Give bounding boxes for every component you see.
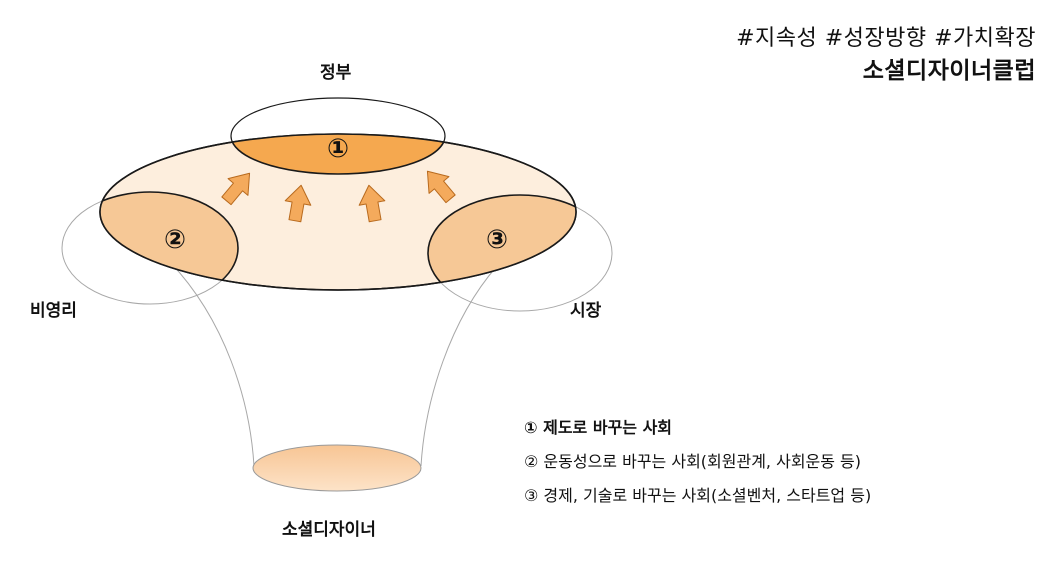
arrow-up-icon: [358, 184, 386, 223]
arrow-up-icon: [426, 170, 456, 204]
arrow-up-icon: [284, 184, 312, 223]
arrow-up-icon: [221, 172, 251, 206]
label-market: 시장: [570, 301, 602, 321]
label-nonprofit: 비영리: [30, 301, 77, 321]
funnel-right-side: [420, 265, 498, 467]
marker-3: ③: [486, 225, 508, 255]
overlap-market: [427, 194, 576, 290]
overlap-nonprofit: [100, 191, 239, 290]
legend: ① 제도로 바꾸는 사회 ② 운동성으로 바꾸는 사회(회원관계, 사회운동 등…: [524, 418, 871, 520]
legend-item: ① 제도로 바꾸는 사회: [524, 418, 673, 437]
funnel-left-side: [169, 261, 255, 467]
legend-item: ③ 경제, 기술로 바꾸는 사회(소셜벤처, 스타트업 등): [524, 486, 872, 505]
marker-1: ①: [327, 134, 349, 164]
marker-2: ②: [164, 225, 186, 255]
label-government: 정부: [320, 63, 352, 83]
header-tags: #지속성 #성장방향 #가치확장: [736, 26, 1036, 51]
base-ellipse: [252, 444, 422, 492]
header-title: 소셜디자이너클럽: [862, 58, 1036, 84]
legend-item: ② 운동성으로 바꾸는 사회(회원관계, 사회운동 등): [524, 452, 862, 471]
label-social-designer: 소셜디자이너: [282, 520, 376, 540]
